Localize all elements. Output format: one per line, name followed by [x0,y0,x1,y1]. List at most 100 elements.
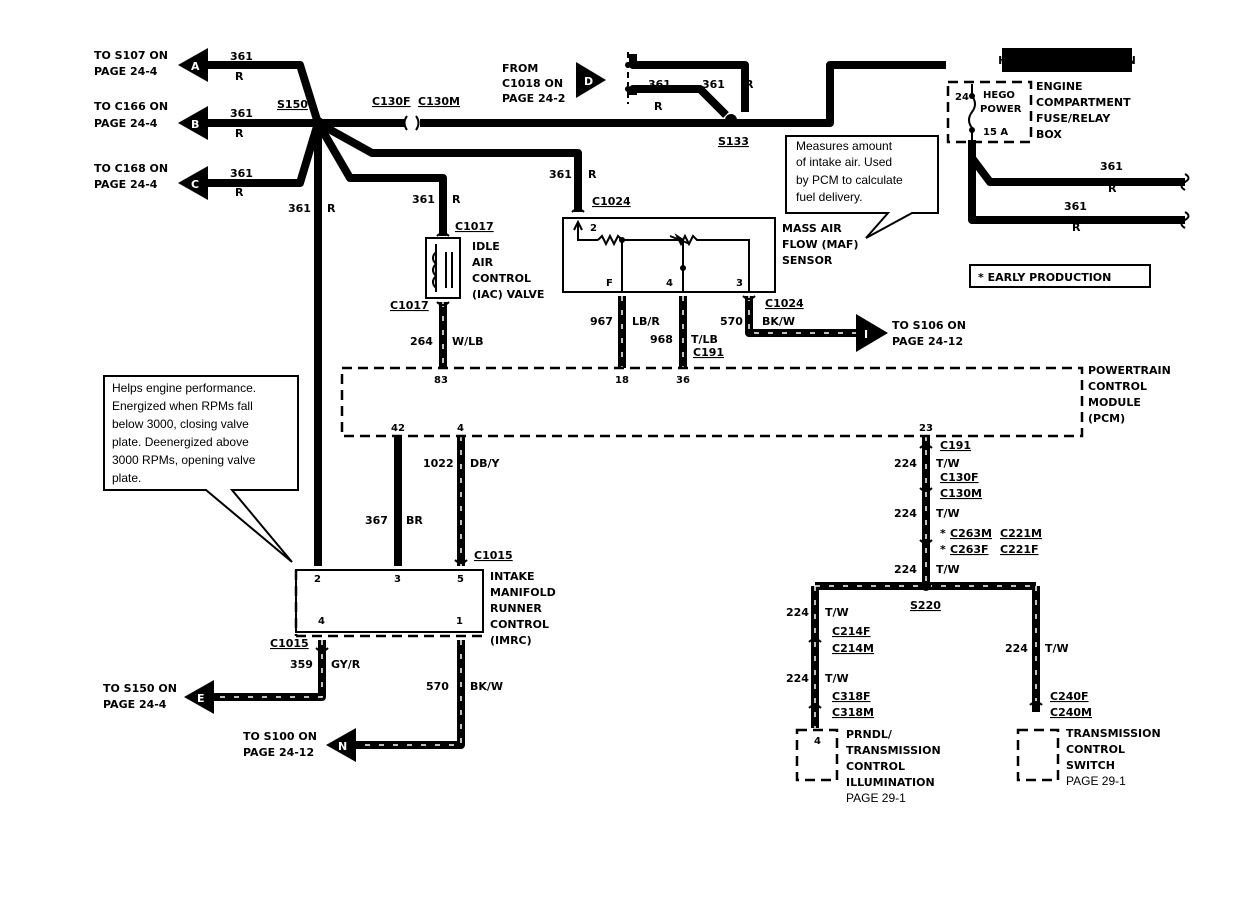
connector-c263f: C263F [950,543,989,556]
connector-c1024-top: C1024 [592,195,631,208]
pcm-pin-42: 42 [391,423,405,434]
wire-967: 967 [590,315,613,328]
color-359: GY/R [331,658,361,671]
connector-c191-b: C191 [940,439,971,452]
color-224-c: T/W [936,563,960,576]
color-224-b: T/W [936,507,960,520]
pcm-pin-18: 18 [615,375,629,386]
offpage-arrow-i[interactable]: I [856,314,888,352]
letter-e: E [197,692,205,705]
wire-label-fb2: 361 [1064,200,1087,213]
connector-c130m-b: C130M [940,487,982,500]
offpage-n-line2: PAGE 24-12 [243,746,314,759]
letter-b: B [191,118,199,131]
offpage-d-line1: FROM [502,62,538,75]
power-feed-wires [200,54,1185,566]
offpage-b-line2: PAGE 24-4 [94,117,158,130]
connector-c318m: C318M [832,706,874,719]
imrc-note-4: plate. Deenergized above [112,435,249,449]
color-224-e: T/W [825,672,849,685]
imrc-pin-3: 3 [394,574,401,585]
connector-c1024-bot: C1024 [765,297,804,310]
iac-label-3: CONTROL [472,272,531,285]
connector-c1015-bot: C1015 [270,637,309,650]
color-367: BR [406,514,423,527]
offpage-arrow-b[interactable]: B [178,106,208,140]
tcs-page: PAGE 29-1 [1066,774,1126,788]
fuse-amp: 15 A [983,127,1008,138]
connector-c130m: C130M [418,95,460,108]
wire-359: 359 [290,658,313,671]
fuse-label-2: POWER [980,104,1022,115]
imrc-pin-2: 2 [314,574,321,585]
iac-label-2: AIR [472,256,494,269]
imrc-module [294,569,484,638]
color-224-f: T/W [1045,642,1069,655]
offpage-a-line2: PAGE 24-4 [94,65,158,78]
connector-c214f: C214F [832,625,871,638]
hot-in-start-or-run-badge: HOT IN START OR RUN [998,48,1136,72]
fusebox-title-2: COMPARTMENT [1036,96,1131,109]
pcm-module [340,366,1084,438]
tcs-label-2: CONTROL [1066,743,1125,756]
iac-label-1: IDLE [472,240,500,253]
splice-s150-dot [312,117,324,129]
maf-pin-4: 4 [666,278,673,289]
connector-c318f: C318F [832,690,871,703]
prndl-label-4: ILLUMINATION [846,776,935,789]
offpage-arrow-n[interactable]: N [326,728,356,762]
hot-badge-text: HOT IN START OR RUN [998,54,1136,67]
imrc-note-3: below 3000, closing valve [112,417,249,431]
color-label-c: R [235,186,244,199]
maf-label-3: SENSOR [782,254,833,267]
maf-note-4: fuel delivery. [796,190,862,204]
offpage-arrow-d[interactable]: D [576,62,606,98]
connector-c191-a: C191 [693,346,724,359]
imrc-note-6: plate. [112,471,141,485]
connector-c214m: C214M [832,642,874,655]
connector-c221m: C221M [1000,527,1042,540]
connector-c1017-bot: C1017 [390,299,429,312]
wire-break-2 [1180,211,1190,229]
splice-s150-label: S150 [277,98,308,111]
switch-contacts [625,52,631,104]
offpage-arrow-a[interactable]: A [178,48,208,82]
color-570b: BK/W [470,680,503,693]
c130-connector-symbol [403,115,420,131]
offpage-arrow-c[interactable]: C [178,166,208,200]
imrc-note-1: Helps engine performance. [112,381,256,395]
wire-label-sw1: 361 [648,78,671,91]
connector-c240m: C240M [1050,706,1092,719]
pcm-label-1: POWERTRAIN [1088,364,1171,377]
tcs-label-3: SWITCH [1066,759,1115,772]
wire-label-c: 361 [230,167,253,180]
connector-c263m: C263M [950,527,992,540]
color-224-a: T/W [936,457,960,470]
color-label-sw2: R [745,78,754,91]
wire-label-a: 361 [230,50,253,63]
wire-label-fb1: 361 [1100,160,1123,173]
connector-star-2: * [940,543,946,556]
prndl-illumination [795,728,839,782]
wire-968: 968 [650,333,673,346]
wire-label-iac: 361 [412,193,435,206]
maf-pin-f: F [606,278,613,289]
imrc-pin-5: 5 [457,574,464,585]
letter-d: D [584,75,593,88]
wire-224-b: 224 [894,507,917,520]
offpage-e-line1: TO S150 ON [103,682,177,695]
letter-c: C [191,178,199,191]
wire-label-maf: 361 [549,168,572,181]
offpage-arrow-e[interactable]: E [184,680,214,714]
wire-break-1 [1180,173,1190,191]
connector-c221f: C221F [1000,543,1039,556]
prndl-label-3: CONTROL [846,760,905,773]
signal-wires [210,296,1040,749]
wire-570b: 570 [426,680,449,693]
maf-note-1: Measures amount [796,139,893,153]
maf-note-2: of intake air. Used [796,155,892,169]
color-label-sw1: R [654,100,663,113]
pcm-pin-4: 4 [457,423,464,434]
early-production-text: * EARLY PRODUCTION [978,271,1111,284]
